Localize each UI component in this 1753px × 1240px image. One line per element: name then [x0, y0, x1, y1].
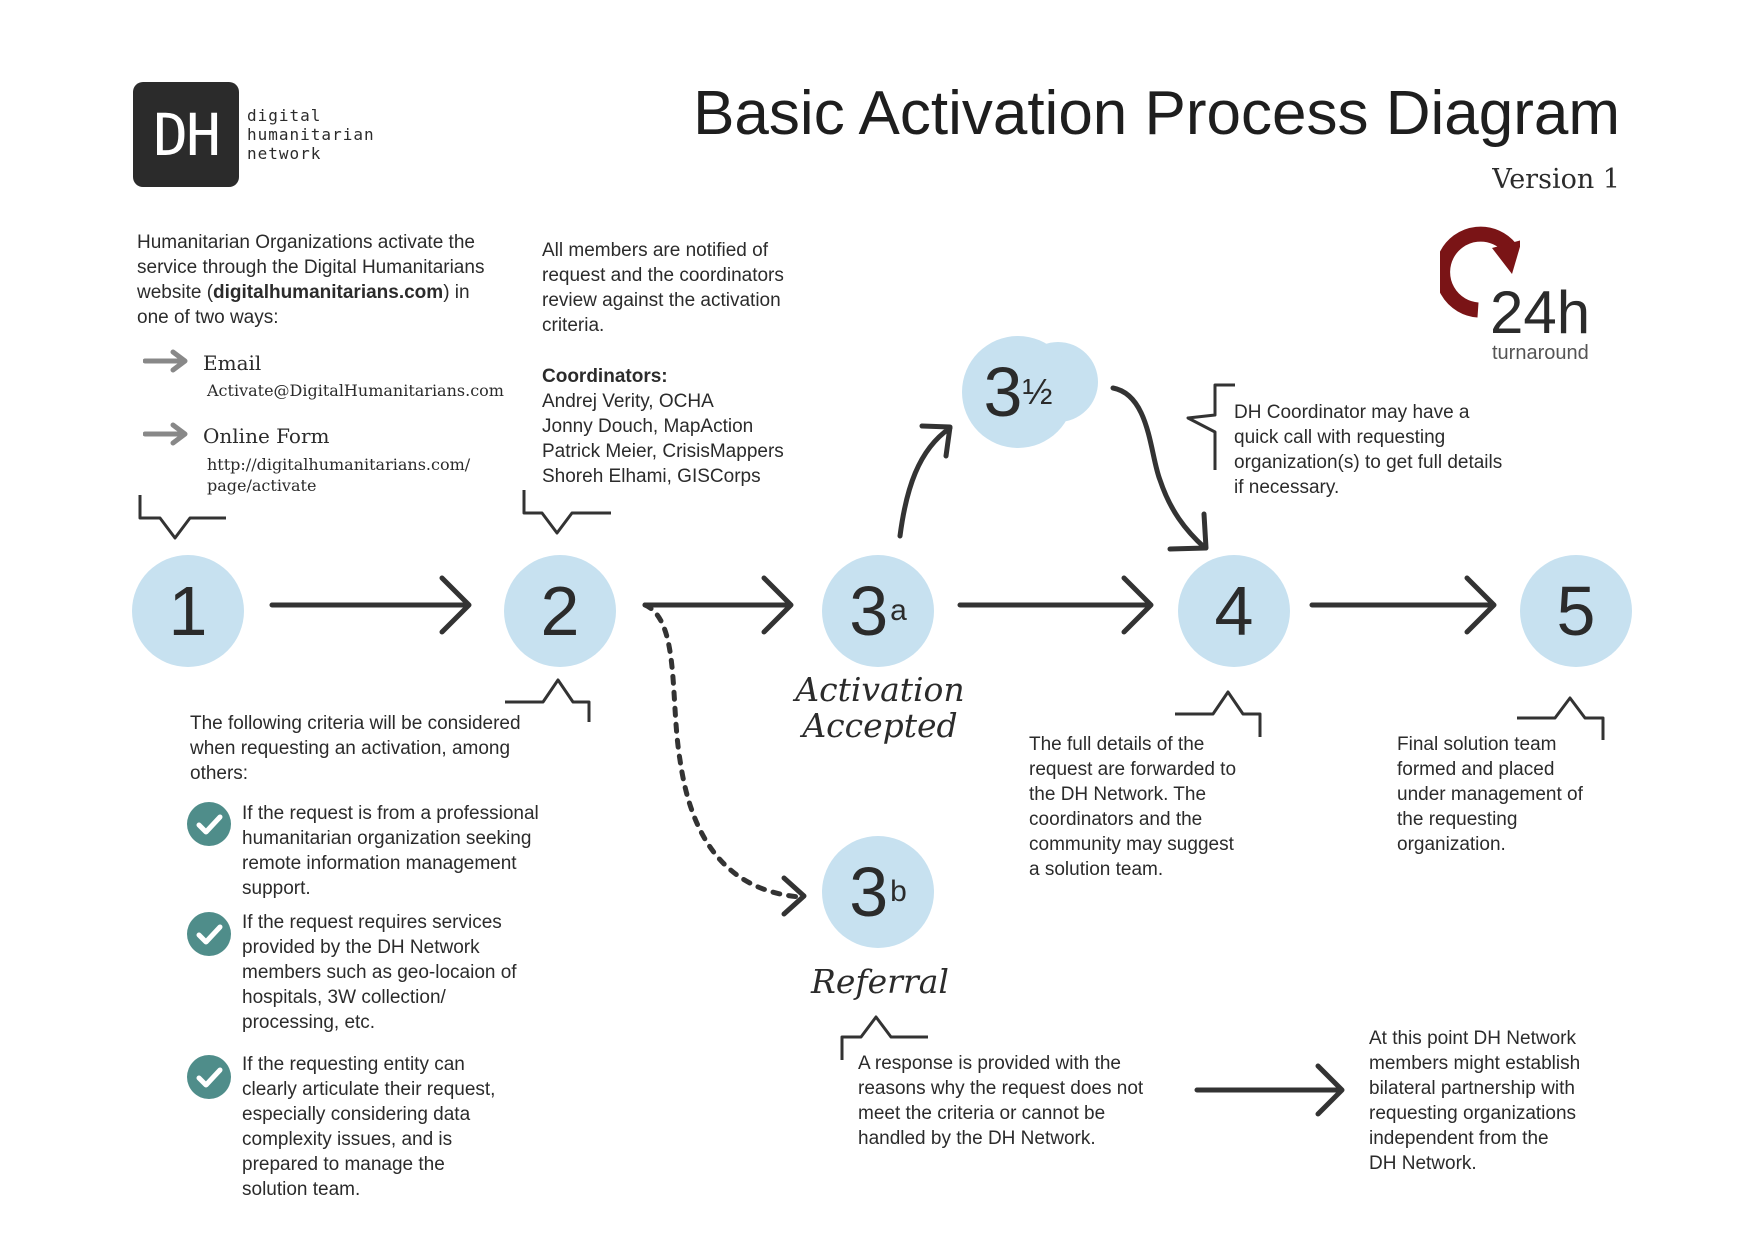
- coordinator-item: Shoreh Elhami, GISCorps: [542, 466, 761, 487]
- step-1-node: 1: [132, 555, 244, 667]
- callout-1: [138, 495, 226, 540]
- version-label: Version 1: [1492, 164, 1620, 195]
- coordinator-item: Andrej Verity, OCHA: [542, 391, 714, 412]
- email-address-link[interactable]: Activate@DigitalHumanitarians.com: [207, 381, 504, 400]
- logo-word-1: digital: [247, 106, 322, 125]
- intro-line-4: one of two ways:: [137, 307, 279, 328]
- online-form-label: Online Form: [203, 424, 330, 448]
- referral-label: Referral: [811, 962, 949, 1001]
- turnaround-label: turnaround: [1492, 342, 1589, 364]
- logo-wordmark: digital humanitarian network: [247, 106, 375, 163]
- referral-to-partnership-arrow: [1194, 1063, 1345, 1117]
- brace-call: [1186, 383, 1235, 470]
- email-arrow-icon: [143, 349, 188, 373]
- coordinator-item: Patrick Meier, CrisisMappers: [542, 441, 784, 462]
- check-icon: [187, 912, 231, 956]
- turnaround-arrow-icon: [1440, 226, 1520, 318]
- arrow-3a-3half: [897, 423, 953, 539]
- arrow-4-5: [1309, 575, 1497, 635]
- logo-word-2: humanitarian: [247, 125, 375, 144]
- callout-2: [522, 490, 611, 535]
- arrow-2-3b-head: [781, 875, 807, 917]
- check-icon: [187, 802, 231, 846]
- callout-4: [1175, 690, 1262, 737]
- coordinators-list: Coordinators: Andrej Verity, OCHA Jonny …: [542, 364, 842, 489]
- arrow-2-3a: [642, 575, 794, 635]
- callout-criteria: [505, 678, 591, 722]
- step-5-node: 5: [1520, 555, 1632, 667]
- callout-referral: [840, 1015, 928, 1060]
- dh-logo: DH: [133, 82, 239, 187]
- intro-line-1: Humanitarian Organizations activate the: [137, 232, 475, 253]
- intro-line-3: website (digitalhumanitarians.com) in: [137, 282, 470, 303]
- page-title: Basic Activation Process Diagram: [693, 79, 1620, 148]
- callout-5: [1517, 696, 1605, 740]
- turnaround-hours: 24h: [1490, 279, 1591, 346]
- coordinators-title: Coordinators:: [542, 366, 668, 387]
- arrow-2-3b-dashed: [642, 602, 803, 900]
- logo-mark: DH: [153, 100, 221, 169]
- arrow-1-2: [269, 575, 472, 635]
- step-2-node: 2: [504, 555, 616, 667]
- website-link[interactable]: digitalhumanitarians.com: [213, 282, 444, 303]
- coordinator-item: Jonny Douch, MapAction: [542, 416, 754, 437]
- arrow-3half-4: [1110, 385, 1209, 552]
- online-form-link[interactable]: http://digitalhumanitarians.com/page/act…: [207, 455, 471, 495]
- arrow-3a-4: [957, 575, 1154, 635]
- intro-line-2: service through the Digital Humanitarian…: [137, 257, 485, 278]
- intro-text: Humanitarian Organizations activate the …: [137, 230, 537, 330]
- step-4-node: 4: [1178, 555, 1290, 667]
- check-icon: [187, 1055, 231, 1099]
- form-arrow-icon: [143, 422, 188, 446]
- logo-word-3: network: [247, 144, 322, 163]
- email-label: Email: [203, 351, 262, 375]
- criteria-intro: The following criteria will be considere…: [190, 713, 521, 784]
